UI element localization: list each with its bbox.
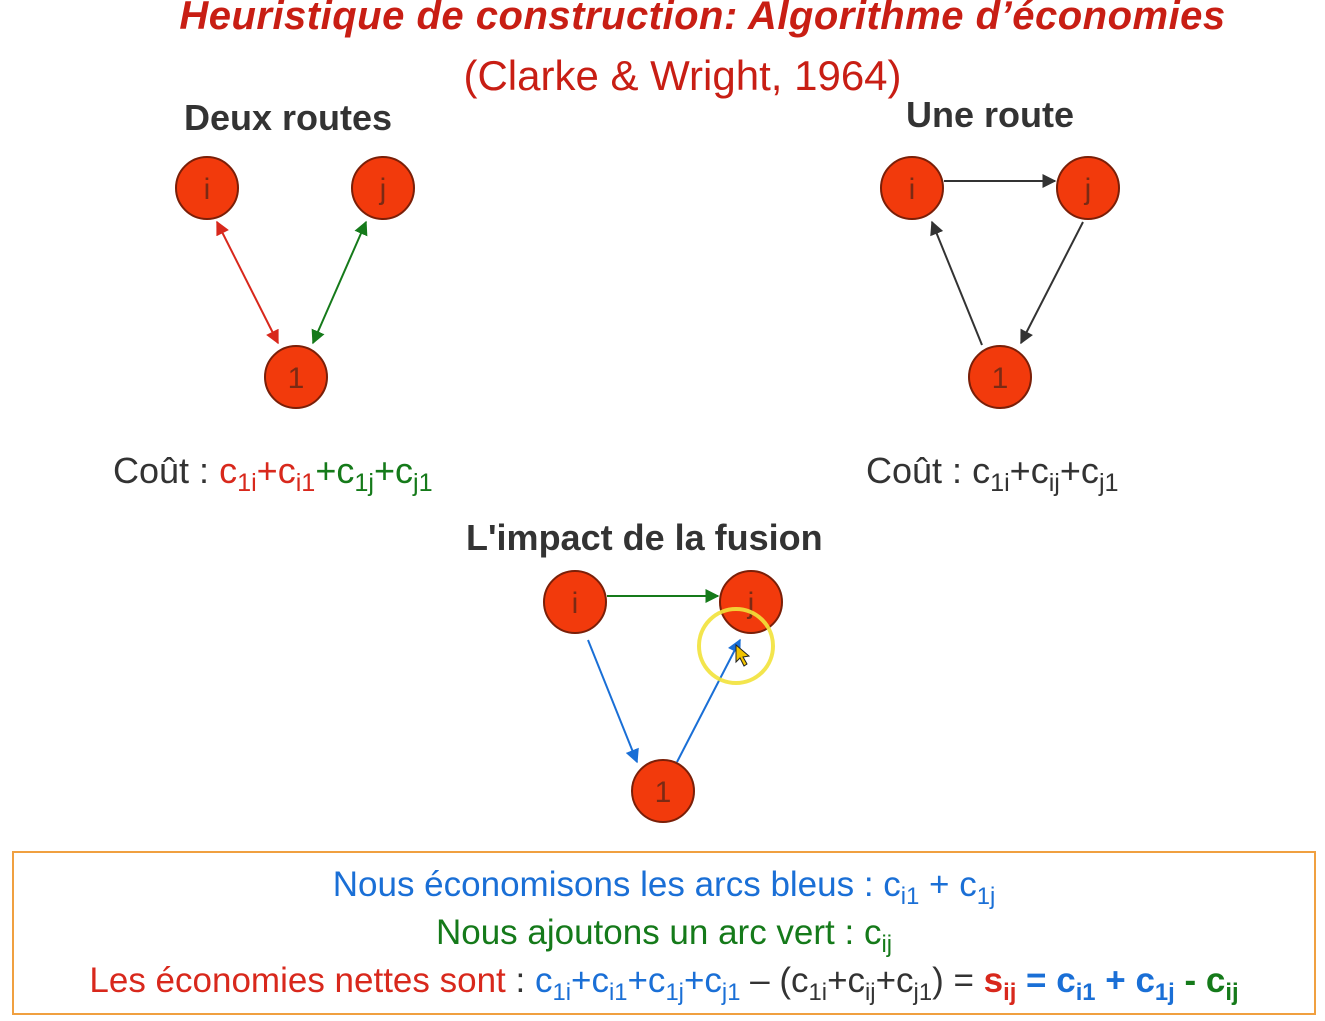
route-diagrams: i j 1 i j 1 i j 1 <box>175 156 1120 823</box>
svg-text:i: i <box>909 173 916 206</box>
arc-1i-red <box>216 220 279 345</box>
node-1-merge: 1 <box>631 759 695 823</box>
heading-one-route: Une route <box>906 94 1075 135</box>
svg-text:j: j <box>379 173 387 206</box>
mouse-cursor-icon <box>735 643 751 667</box>
svg-text:i: i <box>572 587 579 620</box>
node-i-merge: i <box>543 570 607 634</box>
node-j-one-route: j <box>1056 156 1120 220</box>
arc-i1-blue <box>587 639 639 764</box>
arc-1j-green <box>311 220 368 345</box>
summary-line-net-savings: Les économies nettes sont : c1i+ci1+c1j+… <box>89 961 1239 1006</box>
slide-subtitle: (Clarke & Wright, 1964) <box>463 52 902 99</box>
node-j-two-routes: j <box>351 156 415 220</box>
summary-line-saved-arcs: Nous économisons les arcs bleus : ci1 + … <box>332 865 996 910</box>
svg-text:1: 1 <box>992 362 1009 395</box>
node-1-two-routes: 1 <box>264 345 328 409</box>
cursor-highlight <box>697 607 775 685</box>
savings-summary-box: Nous économisons les arcs bleus : ci1 + … <box>12 851 1316 1015</box>
slide-title: Heuristique de construction: Algorithme … <box>179 0 1226 38</box>
svg-text:i: i <box>204 173 211 206</box>
svg-text:1: 1 <box>655 776 672 809</box>
svg-text:1: 1 <box>288 362 305 395</box>
svg-text:j: j <box>1084 173 1092 206</box>
cost-one-route: Coût : c1i+cij+cj1 <box>866 450 1119 498</box>
heading-two-routes: Deux routes <box>184 97 393 138</box>
node-1-one-route: 1 <box>968 345 1032 409</box>
heading-merge-impact: L'impact de la fusion <box>466 517 823 558</box>
summary-line-added-arc: Nous ajoutons un arc vert : cij <box>435 913 893 958</box>
cost-two-routes: Coût : c1i+ci1+c1j+cj1 <box>113 450 433 498</box>
node-i-two-routes: i <box>175 156 239 220</box>
svg-text:j: j <box>747 587 755 620</box>
node-i-one-route: i <box>880 156 944 220</box>
node-j-merge: j <box>719 570 783 634</box>
arc-1j-blue <box>676 638 741 763</box>
arc-1i-black <box>930 220 983 346</box>
arc-j1-black <box>1020 221 1084 345</box>
